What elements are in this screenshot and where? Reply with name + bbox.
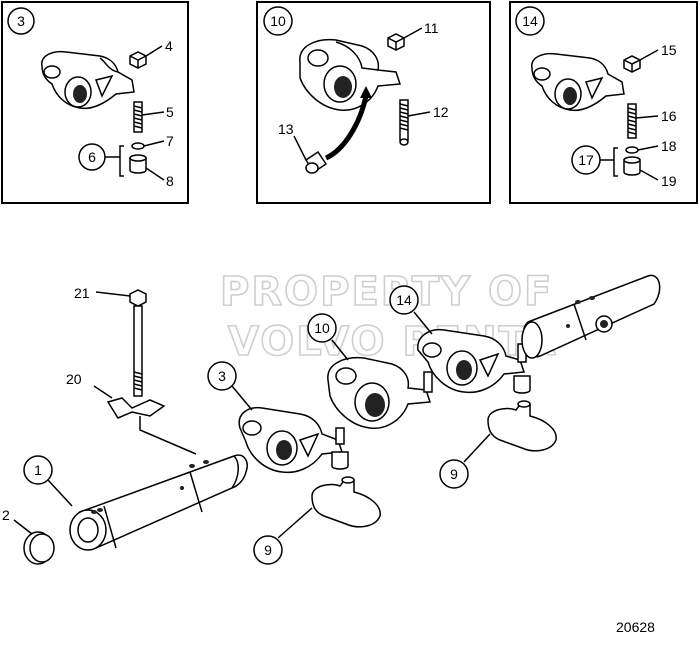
callout-17: 17 <box>578 152 594 168</box>
callout-4: 4 <box>165 38 173 54</box>
rocker-shaft-right <box>521 274 661 359</box>
inset-3-number: 3 <box>17 13 25 29</box>
callout-1-circle <box>23 455 53 485</box>
bolt-21 <box>129 289 147 397</box>
rocker-arm-3 <box>238 406 349 474</box>
callout-18: 18 <box>661 138 677 154</box>
lock-ring-7-inset <box>131 142 145 150</box>
rocker-arm-inset-14 <box>531 52 625 112</box>
nut-15-inset <box>623 55 641 73</box>
rocker-arm-10 <box>327 356 433 429</box>
nut-4-inset <box>129 51 147 69</box>
callout-19: 19 <box>661 173 677 189</box>
inset-10-callout <box>263 6 293 36</box>
main-callout-10: 10 <box>314 320 330 336</box>
cap-19-inset <box>623 156 641 176</box>
adjusting-screw-16-inset <box>627 103 637 139</box>
inset-10-panel: 10 11 12 13 <box>256 1 491 204</box>
lock-ring-18-inset <box>625 146 639 154</box>
main-callout-3-circle <box>207 361 237 391</box>
callout-13: 13 <box>278 121 294 137</box>
callout-9b: 9 <box>450 466 458 482</box>
main-callout-14: 14 <box>396 292 412 308</box>
callout-5: 5 <box>166 104 174 120</box>
callout-7: 7 <box>166 133 174 149</box>
support-9-right <box>487 400 557 452</box>
callout-12: 12 <box>433 104 449 120</box>
callout-9a-circle <box>253 535 283 565</box>
watermark-line-1: PROPERTY OF <box>220 269 553 315</box>
adjusting-screw-12-inset <box>399 99 409 146</box>
callout-16: 16 <box>661 108 677 124</box>
nut-11-inset <box>387 33 405 51</box>
bracket-20 <box>106 397 166 419</box>
rocker-arm-inset-10 <box>299 38 402 111</box>
callout-2: 2 <box>2 507 10 523</box>
callout-21: 21 <box>74 285 90 301</box>
callout-15: 15 <box>661 42 677 58</box>
cap-13-inset <box>304 150 328 174</box>
callout-11: 11 <box>424 20 439 36</box>
inset-10-number: 10 <box>270 13 286 29</box>
figure-number: 20628 <box>616 619 655 635</box>
rocker-arm-inset-3 <box>41 50 135 110</box>
support-9-left <box>311 476 381 528</box>
callout-9b-circle <box>439 459 469 489</box>
adjusting-screw-5-inset <box>133 101 143 133</box>
rocker-arm-14 <box>417 328 531 394</box>
plug-2 <box>23 531 55 565</box>
callout-1: 1 <box>34 462 42 478</box>
inset-14-callout <box>515 6 545 36</box>
rocker-shaft-1 <box>69 454 248 551</box>
inset-3-panel: 3 4 5 7 8 <box>1 1 189 204</box>
watermark: PROPERTY OF VOLVO PENTA <box>219 268 556 366</box>
callout-20: 20 <box>66 371 82 387</box>
callout-9a: 9 <box>264 542 272 558</box>
main-callout-3: 3 <box>218 368 226 384</box>
main-callout-14-circle <box>389 285 419 315</box>
inset-3-callout <box>7 7 35 35</box>
callout-8: 8 <box>166 173 174 189</box>
callout-6: 6 <box>88 149 96 165</box>
cap-8-inset <box>129 154 147 174</box>
main-callout-10-circle <box>307 313 337 343</box>
inset-14-panel: 14 15 16 18 19 17 <box>509 1 698 204</box>
inset-14-number: 14 <box>522 13 538 29</box>
